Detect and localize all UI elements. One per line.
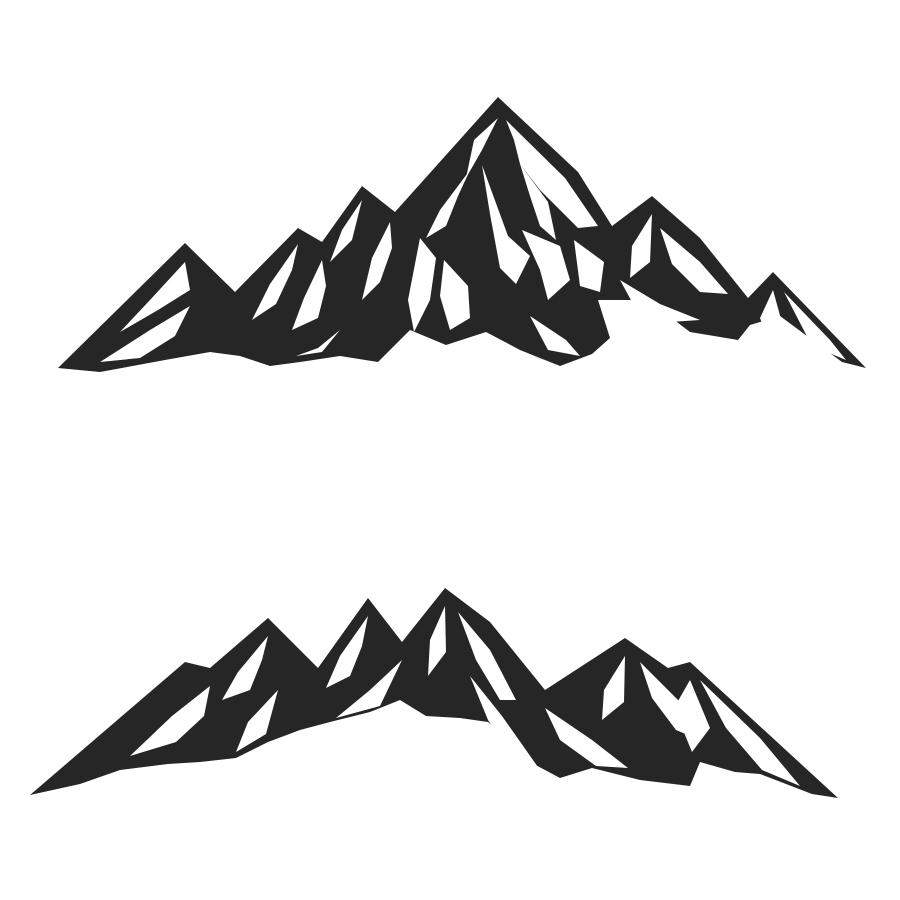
snow-facet bbox=[362, 222, 392, 300]
snow-facet bbox=[784, 292, 846, 360]
snow-facet bbox=[440, 260, 470, 330]
snow-facet bbox=[336, 660, 402, 718]
snow-facet bbox=[506, 120, 598, 228]
snow-facet bbox=[466, 118, 498, 178]
snow-facet bbox=[520, 164, 556, 240]
mountain-range-bottom bbox=[30, 588, 838, 798]
snow-facet bbox=[760, 290, 784, 356]
snow-facet bbox=[120, 262, 190, 332]
mountain-range-top-silhouette bbox=[58, 97, 866, 372]
snow-facet bbox=[620, 280, 700, 322]
snow-facet bbox=[428, 606, 446, 676]
snow-facet bbox=[296, 330, 340, 356]
snow-facet bbox=[482, 165, 530, 284]
snow-facet bbox=[100, 306, 190, 362]
snow-facet bbox=[458, 612, 516, 700]
snow-facet bbox=[130, 686, 210, 756]
snow-facet bbox=[545, 708, 628, 768]
snow-facet bbox=[326, 616, 368, 688]
snow-facet bbox=[236, 690, 278, 752]
snow-facet bbox=[252, 244, 298, 320]
snow-facet bbox=[470, 676, 540, 770]
snow-facet bbox=[222, 636, 268, 700]
snow-facet bbox=[630, 214, 652, 278]
snow-facet bbox=[700, 680, 800, 786]
snow-facet bbox=[426, 170, 470, 238]
mountain-range-bottom-silhouette bbox=[30, 588, 838, 798]
snow-facet bbox=[674, 680, 710, 752]
snow-facet bbox=[530, 316, 580, 356]
snow-facet bbox=[292, 260, 326, 330]
mountain-range-top bbox=[58, 97, 866, 372]
snow-facet bbox=[660, 228, 728, 294]
snow-facet bbox=[574, 240, 604, 292]
snow-facet bbox=[330, 200, 362, 262]
snow-facet bbox=[408, 238, 436, 332]
snow-facet bbox=[522, 230, 570, 300]
snow-facet bbox=[602, 656, 625, 720]
